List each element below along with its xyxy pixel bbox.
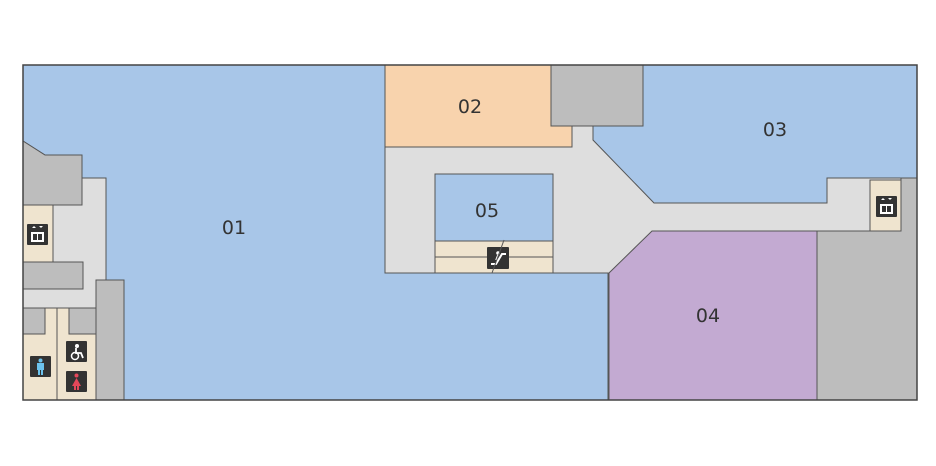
service-area bbox=[22, 261, 84, 290]
unit-05[interactable] bbox=[434, 173, 554, 242]
unit-02-label: 02 bbox=[458, 96, 482, 118]
accessible-restroom-icon[interactable] bbox=[66, 341, 87, 362]
unit-04-label: 04 bbox=[696, 305, 720, 327]
male-restroom-icon[interactable] bbox=[30, 356, 51, 377]
unit-05-label: 05 bbox=[475, 200, 499, 222]
elevator-icon[interactable] bbox=[27, 224, 48, 245]
escalator-icon[interactable] bbox=[487, 247, 509, 269]
service-area bbox=[550, 64, 644, 127]
unit-01-label: 01 bbox=[222, 217, 246, 239]
floor-outline bbox=[22, 64, 918, 401]
service-area bbox=[68, 307, 97, 335]
elevator-icon[interactable] bbox=[876, 196, 897, 217]
escalator-divider bbox=[491, 239, 505, 274]
service-area bbox=[95, 279, 125, 401]
female-restroom-icon[interactable] bbox=[66, 371, 87, 392]
unit-03-label: 03 bbox=[763, 119, 787, 141]
service-area bbox=[22, 307, 46, 335]
